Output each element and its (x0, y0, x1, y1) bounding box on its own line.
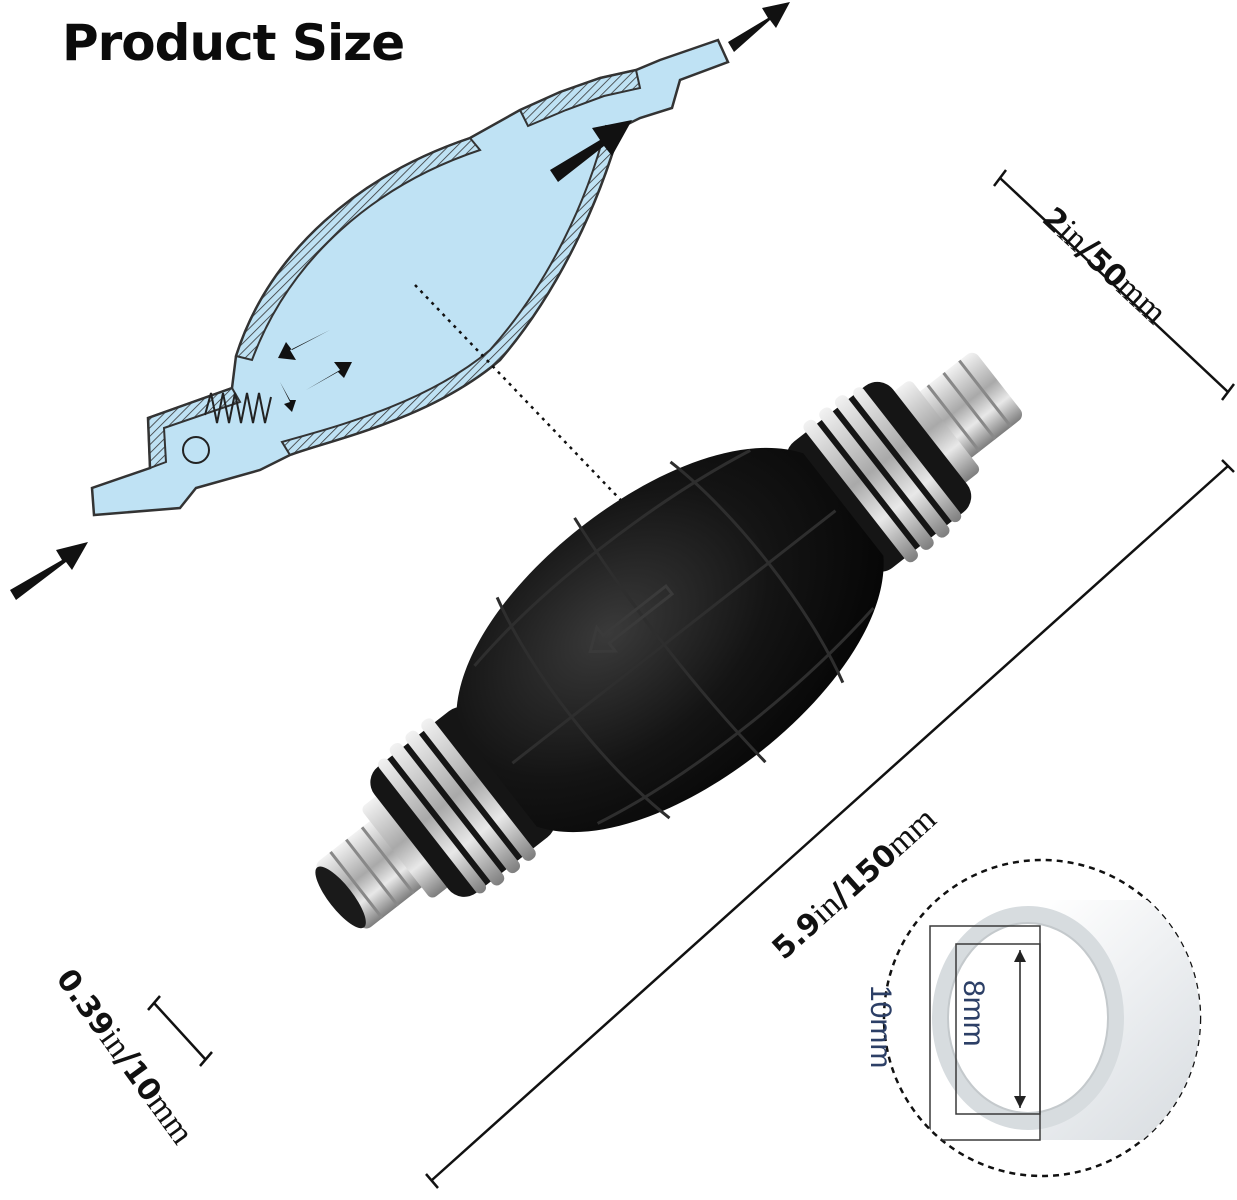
outer-diameter-label: 10mm (864, 985, 897, 1069)
dimension-lines (147, 169, 1235, 1189)
check-ball (182, 436, 210, 464)
bulb-pump (315, 352, 1023, 929)
page-title: Product Size (62, 14, 405, 72)
diagram-right-fitting (518, 68, 642, 128)
spring-icon (204, 392, 272, 424)
flow-arrow-icon (10, 2, 790, 600)
diagram-wall-top (234, 136, 482, 362)
inner-diameter-label: 8mm (957, 980, 990, 1047)
cross-section-diagram (90, 38, 730, 517)
bulb-ribs (473, 449, 875, 825)
direction-arrow-icon (588, 583, 675, 654)
leader-line (414, 284, 636, 516)
right-thread (803, 387, 962, 563)
hose-inset (882, 858, 1202, 1178)
left-thread (377, 718, 536, 894)
diagram-left-fitting (146, 386, 242, 470)
